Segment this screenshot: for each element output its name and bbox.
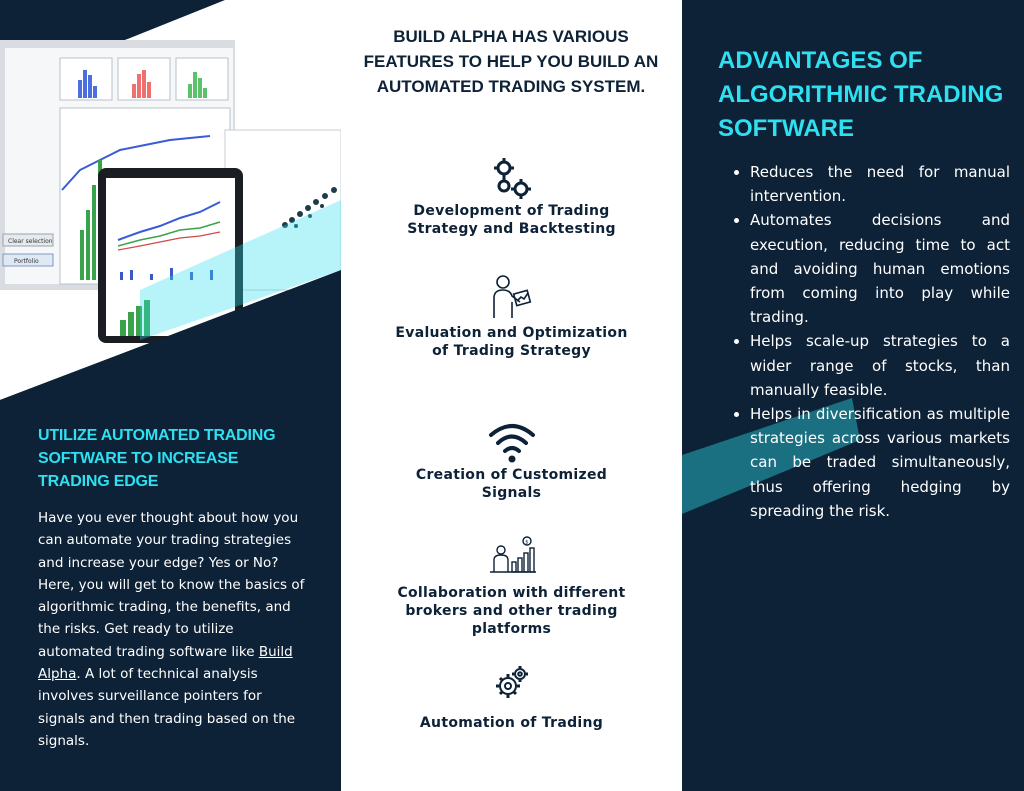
feature-item-automation: Automation of Trading (341, 664, 682, 732)
clear-selection-label: Clear selection (8, 238, 53, 245)
advantages-list: Reduces the need for manual intervention… (728, 160, 1010, 523)
gears-icon (493, 158, 531, 199)
svg-text:$: $ (525, 539, 528, 545)
feature-item-signals: Creation of Customized Signals (341, 420, 682, 502)
body-text-after-link: . A lot of technical analysis involves s… (38, 666, 296, 749)
build-alpha-link[interactable]: Build Alpha (38, 643, 293, 683)
teal-accent-band (682, 398, 860, 514)
feature-label: Collaboration with different brokers and… (397, 585, 626, 637)
features-panel: BUILD ALPHA HAS VARIOUS FEATURES TO HELP… (341, 0, 682, 791)
automation-gear-icon (495, 666, 528, 698)
portfolio-label: Portfolio (14, 258, 39, 265)
software-screenshot-hero: Clear selection Portfolio (0, 0, 341, 400)
feature-item-collaboration: $ Collaboration with different brokers a… (341, 536, 682, 638)
feature-label: Evaluation and Optimization of Trading S… (395, 325, 628, 359)
analyst-icon (492, 275, 531, 318)
feature-item-development: Development of Trading Strategy and Back… (341, 156, 682, 238)
feature-label: Creation of Customized Signals (415, 467, 608, 501)
features-heading: BUILD ALPHA HAS VARIOUS FEATURES TO HELP… (363, 27, 659, 96)
feature-label: Automation of Trading (419, 715, 604, 731)
list-item: Helps in diversification as multiple str… (750, 402, 1010, 523)
wifi-signal-icon (488, 424, 535, 463)
advantages-panel: ADVANTAGES OF ALGORITHMIC TRADING SOFTWA… (682, 0, 1024, 791)
left-panel: Clear selection Portfolio UTILIZE AUTOMA… (0, 0, 341, 791)
body-text-before-link: Have you ever thought about how you can … (38, 510, 305, 660)
left-body-text: Have you ever thought about how you can … (38, 507, 310, 752)
list-item: Reduces the need for manual intervention… (750, 160, 1010, 208)
left-heading: UTILIZE AUTOMATED TRADING SOFTWARE TO IN… (38, 427, 276, 490)
feature-label: Development of Trading Strategy and Back… (407, 203, 616, 237)
list-item: Automates decisions and execution, reduc… (750, 208, 1010, 329)
list-item: Helps scale-up strategies to a wider ran… (750, 329, 1010, 402)
advantages-heading: ADVANTAGES OF ALGORITHMIC TRADING SOFTWA… (718, 47, 1004, 142)
business-growth-icon: $ (489, 536, 536, 573)
feature-item-evaluation: Evaluation and Optimization of Trading S… (341, 272, 682, 360)
